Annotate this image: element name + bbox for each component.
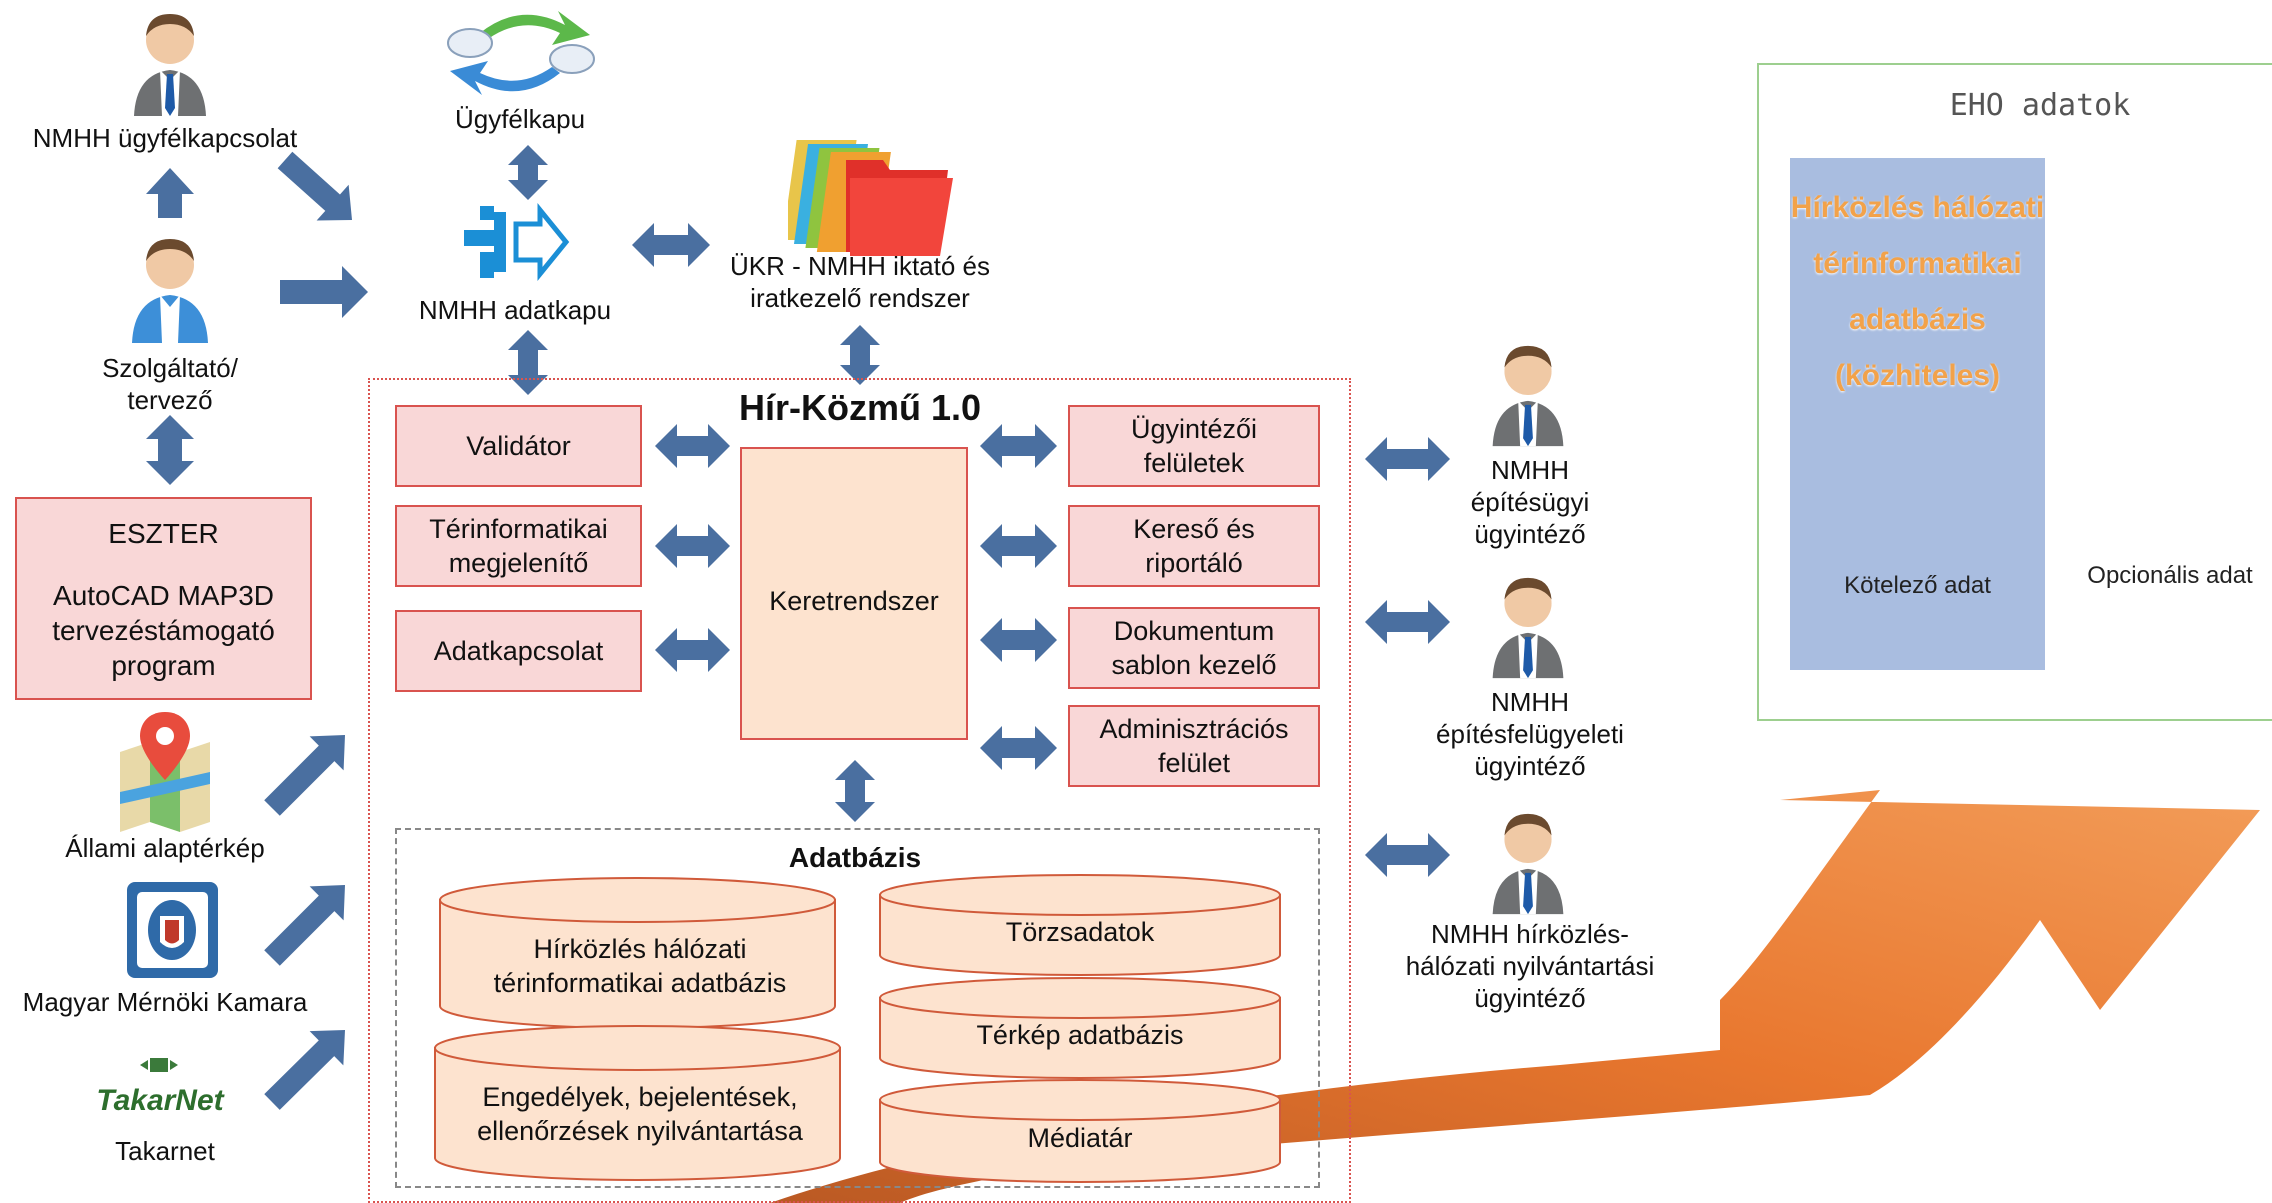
arrow-ukr-system	[840, 325, 880, 385]
arrow-ugyfelkapu-adatkapu	[508, 145, 548, 200]
cylinder-engedelyek	[434, 1047, 841, 1181]
actor-nmhh-ugyfelkapcsolat: NMHH ügyfélkapcsolat	[32, 123, 298, 153]
actor-ukr: ÜKR - NMHH iktató és iratkezelő rendszer	[729, 251, 991, 313]
cylinder-terkep	[879, 997, 1281, 1079]
source-takarnet: Takarnet	[115, 1136, 215, 1166]
module-validator: Validátor	[395, 405, 642, 487]
keretrendszer-label: Keretrendszer	[769, 586, 939, 616]
actor-epitesugyi-ugyintezo: NMHH építésügyi ügyintéző	[1470, 455, 1590, 549]
eho-mandatory-column	[1790, 158, 2045, 670]
arrow-adminisztracios	[980, 726, 1057, 770]
cylinder-torzsadatok	[879, 894, 1281, 976]
arrow-validator	[655, 424, 730, 468]
arrow-epitesfelugyeleti	[1365, 600, 1450, 644]
eho-title: EHO adatok	[1949, 88, 2131, 123]
db-hirkozles-halozati: Hírközlés hálózati térinformatikai adatb…	[493, 934, 787, 998]
actor-hirkozles-ugyintezo: NMHH hírközlés- hálózati nyilvántartási …	[1405, 919, 1655, 1013]
mmk-logo-icon	[127, 882, 218, 978]
keretrendszer-box	[740, 447, 968, 740]
folders-icon	[788, 140, 953, 256]
actor-ugyfelkapu: Ügyfélkapu	[454, 104, 586, 134]
source-magyar-mernoki-kamara: Magyar Mérnöki Kamara	[22, 987, 308, 1017]
module-ugyintezoi-feluletek: Ügyintézői felületek	[1068, 405, 1320, 487]
arrow-szolgaltato-to-adatkapu	[280, 266, 368, 318]
cylinder-torzsadatok-top	[879, 874, 1281, 916]
cylinder-terkep-top	[879, 977, 1281, 1019]
arrow-adatkapu-ukr	[632, 223, 710, 267]
person-icon	[1492, 813, 1564, 915]
person-icon	[1492, 577, 1564, 679]
eszter-box	[15, 497, 312, 700]
module-adatkapcsolat: Adatkapcsolat	[395, 610, 642, 692]
arrow-keretrendszer-adatbazis	[835, 760, 875, 822]
adatkapu-icon	[464, 202, 570, 282]
db-engedelyek: Engedélyek, bejelentések, ellenőrzések n…	[477, 1082, 803, 1146]
arrow-ugyintezoi	[980, 424, 1057, 468]
eszter-title: ESZTER	[108, 518, 219, 549]
person-icon	[1492, 345, 1564, 447]
eho-mandatory-label: Kötelező adat	[1844, 572, 1991, 599]
db-mediatar: Médiatár	[1027, 1123, 1133, 1153]
module-kereso-riportalo: Kereső és riportáló	[1068, 505, 1320, 587]
arrow-takarnet	[264, 1030, 345, 1110]
eho-mandatory-text: Hírközlés hálózati térinformatikai adatb…	[1790, 191, 2045, 392]
arrow-dokumentum	[980, 618, 1057, 662]
person-icon	[134, 14, 206, 116]
hir-kozmu-frame	[368, 378, 1351, 1203]
arrow-mmk	[264, 885, 345, 966]
module-adminisztracios-felulet: Adminisztrációs felület	[1068, 705, 1320, 787]
ugyfelkapu-sync-icon	[447, 11, 595, 95]
big-orange-arrow	[770, 790, 2260, 1203]
db-terkep-adatbazis: Térkép adatbázis	[976, 1020, 1184, 1050]
arrow-kereso	[980, 524, 1057, 568]
cylinder-mediatar-top	[879, 1079, 1281, 1121]
person-icon	[132, 239, 208, 343]
arrow-terinformatikai	[655, 524, 730, 568]
map-pin-icon	[120, 712, 210, 832]
source-allami-alapterkep: Állami alaptérkép	[65, 833, 265, 863]
arrow-hirkozles	[1365, 833, 1450, 877]
cylinder-engedelyek-top	[434, 1025, 841, 1071]
arrow-ugyfelkapcsolat-to-adatkapu	[277, 151, 352, 221]
eszter-description: AutoCAD MAP3D tervezéstámogató program	[52, 580, 275, 681]
cylinder-hirkozles-top	[439, 877, 836, 923]
system-title: Hír-Közmű 1.0	[738, 387, 982, 428]
module-terinformatikai-megjelenito: Térinformatikai megjelenítő	[395, 505, 642, 587]
module-dokumentum-sablon-kezelo: Dokumentum sablon kezelő	[1068, 607, 1320, 689]
eho-optional-label: Opcionális adat	[2087, 562, 2253, 589]
cylinder-mediatar	[879, 1099, 1281, 1183]
adatbazis-title: Adatbázis	[788, 842, 922, 873]
arrow-szolgaltato-eszter	[146, 415, 194, 485]
adatbazis-frame	[395, 828, 1320, 1188]
arrow-adatkapcsolat	[655, 628, 730, 672]
actor-nmhh-adatkapu: NMHH adatkapu	[418, 295, 612, 325]
actor-szolgaltato: Szolgáltató/ tervező	[102, 353, 238, 415]
actor-epitesfelugyeleti-ugyintezo: NMHH építésfelügyeleti ügyintéző	[1436, 687, 1624, 781]
arrow-allami	[264, 735, 345, 816]
takarnet-logo-icon: TakarNet	[96, 1058, 226, 1117]
db-torzsadatok: Törzsadatok	[1005, 917, 1155, 947]
arrow-szolgaltato-to-ugyfelkapcsolat	[146, 168, 194, 218]
takarnet-logo-text: TakarNet	[96, 1084, 225, 1117]
arrow-epitesugyi	[1365, 437, 1450, 481]
